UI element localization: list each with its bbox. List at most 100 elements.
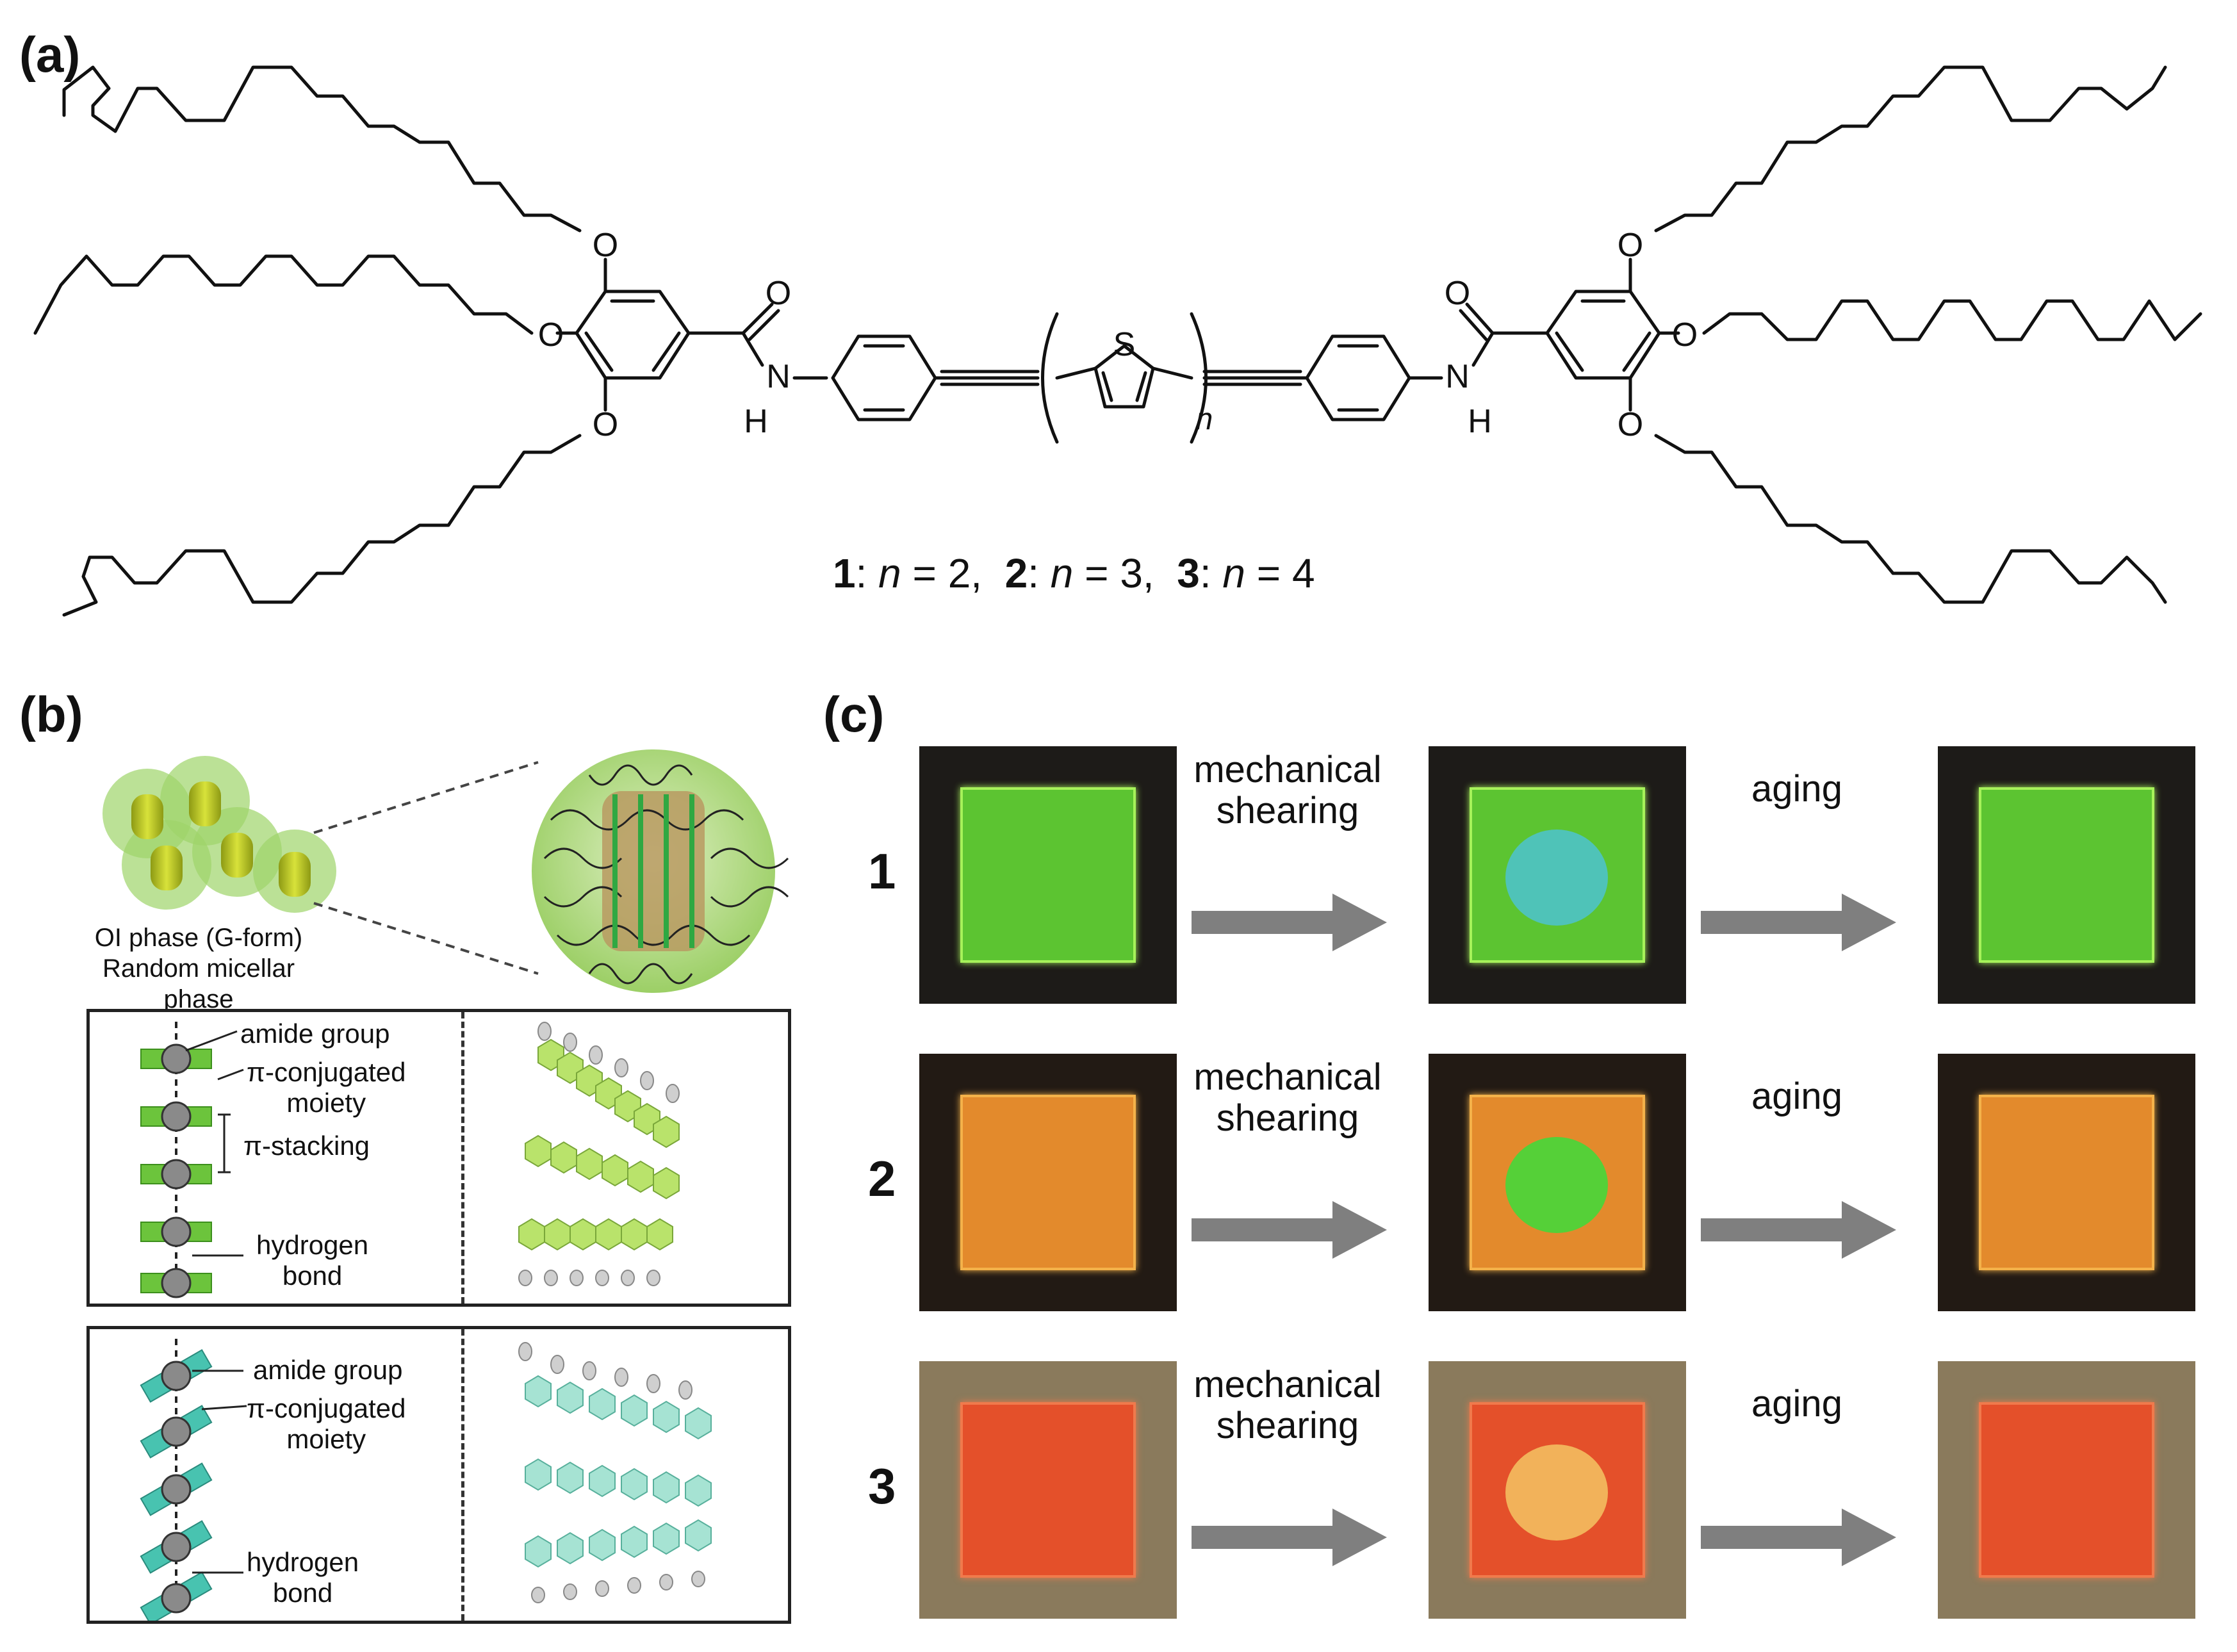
box2-ladder-model [518,1342,712,1603]
photo-1-aged [1938,746,2195,1004]
box2-hbond-line2: bond [272,1578,333,1608]
micelle-zoom [532,749,789,993]
thiophene [1094,344,1155,409]
box1-pi-conj-line2: moiety [286,1088,366,1118]
stacking-box-2: amide group π-conjugated moiety hydrogen… [86,1326,791,1624]
atom-o-carbonyl-left: O [766,275,791,312]
box2-hbond-label: hydrogen bond [247,1547,359,1609]
box1-pi-conjugated-label: π-conjugated moiety [247,1057,406,1119]
box1-hbond-label: hydrogen bond [256,1230,368,1292]
film [1979,787,2154,963]
panel-label-b: (b) [19,686,83,742]
micelle-illustration [102,749,789,993]
aging-label-1: aging [1751,768,1842,810]
compound-2-colon: : [1028,550,1051,596]
chemical-structure: O O O O N H S n O N H O O O [33,65,2202,617]
arrow-icon [1701,894,1896,951]
compound-3-n: n [1222,550,1245,596]
shearing-line-1: mechanical [1193,1056,1382,1098]
film [960,1402,1136,1578]
compound-2-number: 2 [1004,550,1028,596]
compound-3-value: = 4 [1245,550,1315,596]
compound-2-n: n [1050,550,1074,596]
sheared-spot [1505,1137,1608,1233]
box1-hbond-line1: hydrogen [256,1230,369,1260]
sheared-spot [1505,1444,1608,1541]
shearing-line-2: shearing [1216,789,1359,831]
left-top-chain [62,65,582,233]
box1-hbond-line2: bond [282,1261,343,1291]
compound-formula: 1: n = 2, 2: n = 3, 3: n = 4 [833,550,1315,597]
film [1979,1402,2154,1578]
micelle-caption: OI phase (G-form) Random micellar phase [83,922,314,1015]
left-mid-chain [33,254,534,335]
film [1470,1095,1645,1270]
atom-o-left-bot: O [593,406,618,443]
shearing-line-1: mechanical [1193,1364,1382,1405]
aging-label-2: aging [1751,1075,1842,1117]
box1-ladder-model [518,1022,680,1286]
shearing-line-2: shearing [1216,1097,1359,1139]
panel-label-c: (c) [823,686,885,742]
panel-label-a: (a) [19,26,81,83]
left-phenyl [831,334,937,421]
film [960,1095,1136,1270]
photo-2-sheared [1429,1054,1686,1311]
compound-2-value: = 3, [1073,550,1177,596]
photo-2-initial [919,1054,1177,1311]
atom-o-carbonyl-right: O [1445,275,1470,312]
box2-divider [461,1329,464,1621]
compound-1-value: = 2, [901,550,1005,596]
box2-hbond-line1: hydrogen [247,1547,359,1577]
arrow-icon [1701,1201,1896,1259]
compound-1-colon: : [855,550,879,596]
compound-1-number: 1 [833,550,856,596]
caption-line-2: Random micellar phase [102,954,295,1013]
atom-o-right-top: O [1618,227,1643,264]
right-benzene [1545,290,1661,380]
row-label-1: 1 [868,843,896,899]
film [960,787,1136,963]
atom-o-right-mid: O [1672,316,1698,354]
stacking-box-1: amide group π-conjugated moiety π-stacki… [86,1009,791,1307]
left-benzene [575,290,691,380]
film [1979,1095,2154,1270]
box1-divider [461,1012,464,1304]
atom-h-right: H [1468,403,1492,440]
atom-h-left: H [744,403,768,440]
shearing-line-1: mechanical [1193,749,1382,790]
right-bot-chain [1654,434,2167,604]
atom-o-right-bot: O [1618,406,1643,443]
photo-3-sheared [1429,1361,1686,1619]
shearing-line-2: shearing [1216,1404,1359,1446]
atom-s: S [1113,326,1136,363]
sheared-spot [1505,830,1608,926]
atom-n-right: N [1445,358,1470,395]
box2-pi-conjugated-label: π-conjugated moiety [247,1393,406,1455]
right-phenyl [1305,334,1411,421]
box1-stacking-label: π-stacking [243,1131,370,1161]
photo-3-initial [919,1361,1177,1619]
aging-label-3: aging [1751,1383,1842,1425]
compound-3-colon: : [1199,550,1223,596]
compound-3-number: 3 [1177,550,1200,596]
photo-1-initial [919,746,1177,1004]
micelle-cluster [102,756,336,913]
arrow-icon [1192,894,1387,951]
row-label-2: 2 [868,1150,896,1207]
box2-pi-conj-line2: moiety [286,1424,366,1455]
arrow-icon [1192,1201,1387,1259]
photo-3-aged [1938,1361,2195,1619]
atom-o-left-mid: O [538,316,564,354]
atom-o-left-top: O [593,227,618,264]
right-mid-chain [1702,299,2202,341]
photo-2-aged [1938,1054,2195,1311]
atom-n-subscript: n [1196,402,1213,436]
caption-line-1: OI phase (G-form) [94,924,303,952]
photo-1-sheared [1429,746,1686,1004]
arrow-icon [1192,1509,1387,1566]
box2-pi-conj-line1: π-conjugated [247,1393,406,1423]
